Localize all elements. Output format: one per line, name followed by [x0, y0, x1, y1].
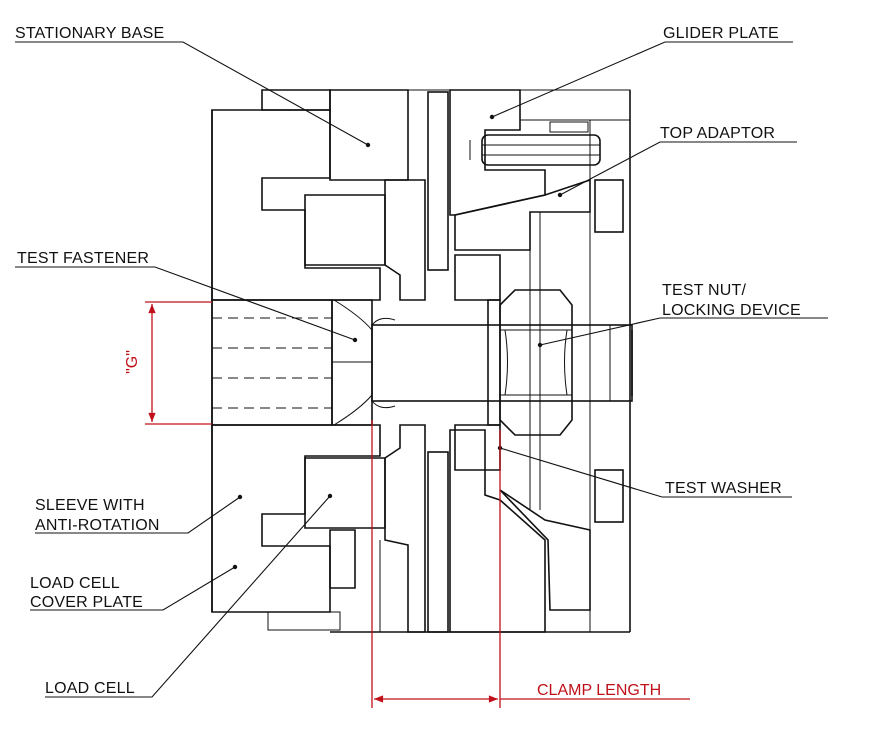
leader-test-fastener — [15, 266, 356, 341]
label-sleeve-line1: SLEEVE WITH — [35, 497, 145, 514]
grip-label: "G" — [124, 350, 141, 374]
leader-glider-plate — [491, 41, 793, 118]
label-load-cell: LOAD CELL — [45, 680, 135, 697]
top-adaptor — [454, 90, 631, 632]
label-test-nut-line1: TEST NUT/ — [662, 282, 747, 299]
label-glider-plate: GLIDER PLATE — [663, 25, 779, 42]
label-top-adaptor: TOP ADAPTOR — [660, 125, 775, 142]
label-load-cell-cover-line1: LOAD CELL — [30, 575, 120, 592]
label-sleeve-line2: ANTI-ROTATION — [35, 517, 160, 534]
leader-test-washer — [499, 447, 792, 498]
leader-stationary-base — [15, 41, 369, 146]
grip-dimension — [145, 301, 212, 425]
label-test-nut-line2: LOCKING DEVICE — [662, 302, 801, 319]
load-cell — [267, 194, 386, 631]
label-test-washer: TEST WASHER — [665, 480, 782, 497]
guide-pin — [469, 121, 601, 166]
leader-lines — [15, 41, 828, 698]
label-load-cell-cover-line2: COVER PLATE — [30, 594, 143, 611]
stationary-base — [261, 89, 409, 181]
label-test-fastener: TEST FASTENER — [17, 250, 149, 267]
leader-sleeve — [35, 496, 241, 534]
test-fastener — [211, 299, 633, 426]
test-washer — [487, 299, 501, 426]
label-stationary-base: STATIONARY BASE — [15, 25, 164, 42]
leader-test-nut — [539, 317, 828, 346]
test-nut — [499, 289, 573, 436]
leader-load-cell-cover — [30, 566, 236, 611]
leader-top-adaptor — [559, 141, 797, 196]
leader-load-cell — [45, 495, 331, 698]
clamp-length-label: CLAMP LENGTH — [537, 682, 661, 699]
clamp-length-dimension — [371, 420, 690, 708]
sleeve-column — [379, 179, 426, 633]
interface-layer — [427, 91, 449, 633]
